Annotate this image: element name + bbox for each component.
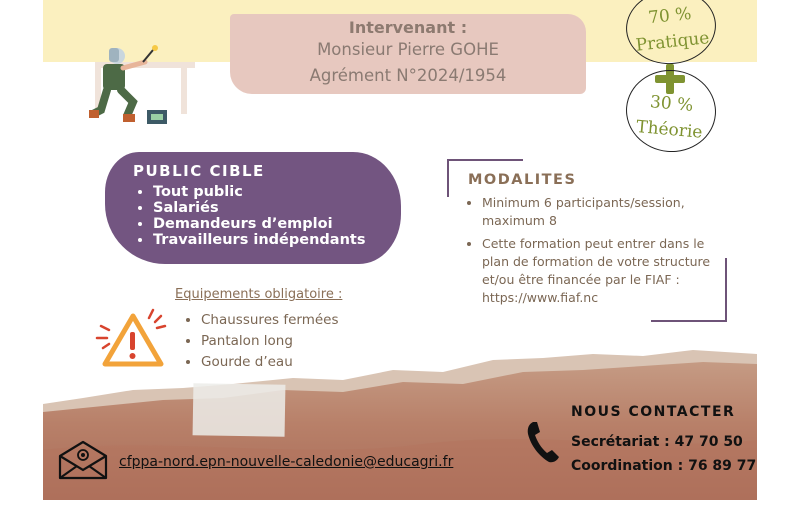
public-cible-title: PUBLIC CIBLE (133, 162, 265, 180)
plus-icon (655, 64, 685, 94)
warning-icon (95, 308, 167, 367)
contact-title: NOUS CONTACTER (571, 404, 736, 420)
list-item: Gourde d’eau (201, 352, 339, 373)
list-item: Demandeurs d’emploi (153, 216, 365, 232)
modalites-title: MODALITES (468, 172, 577, 188)
intervenant-name: Monsieur Pierre GOHE (317, 40, 499, 59)
flyer-page: Intervenant : Monsieur Pierre GOHE Agrém… (43, 0, 757, 500)
theorie-badge: 30 % Théorie (622, 66, 720, 156)
intervenant-title: Intervenant : (348, 18, 468, 37)
list-item: Pantalon long (201, 331, 339, 352)
public-cible-box: PUBLIC CIBLE Tout public Salariés Demand… (105, 152, 401, 264)
welder-illustration (89, 45, 195, 124)
equipements-list: Chaussures fermées Pantalon long Gourde … (183, 310, 339, 373)
public-cible-list: Tout public Salariés Demandeurs d’emploi… (135, 184, 365, 248)
list-item: Salariés (153, 200, 365, 216)
list-item: Travailleurs indépendants (153, 232, 365, 248)
modalites-list: Minimum 6 participants/session, maximum … (465, 194, 720, 312)
modalites-frame-corner (651, 258, 727, 322)
secretariat-phone: Secrétariat : 47 70 50 (571, 434, 743, 450)
list-item: Cette formation peut entrer dans le plan… (482, 235, 720, 307)
tape-decoration (192, 383, 286, 437)
equipements-title: Equipements obligatoire : (175, 287, 343, 302)
torn-paper-band (43, 350, 757, 500)
agrement-number: Agrément N°2024/1954 (309, 66, 507, 85)
phone-icon (527, 422, 559, 463)
list-item: Chaussures fermées (201, 310, 339, 331)
email-link[interactable]: cfppa-nord.epn-nouvelle-caledonie@educag… (119, 454, 454, 470)
intervenant-box: Intervenant : Monsieur Pierre GOHE Agrém… (230, 14, 586, 94)
coordination-phone: Coordination : 76 89 77 (571, 458, 757, 474)
modalites-frame-corner (447, 159, 523, 197)
list-item: Minimum 6 participants/session, maximum … (482, 194, 720, 230)
list-item: Tout public (153, 184, 365, 200)
mail-icon (58, 440, 108, 480)
